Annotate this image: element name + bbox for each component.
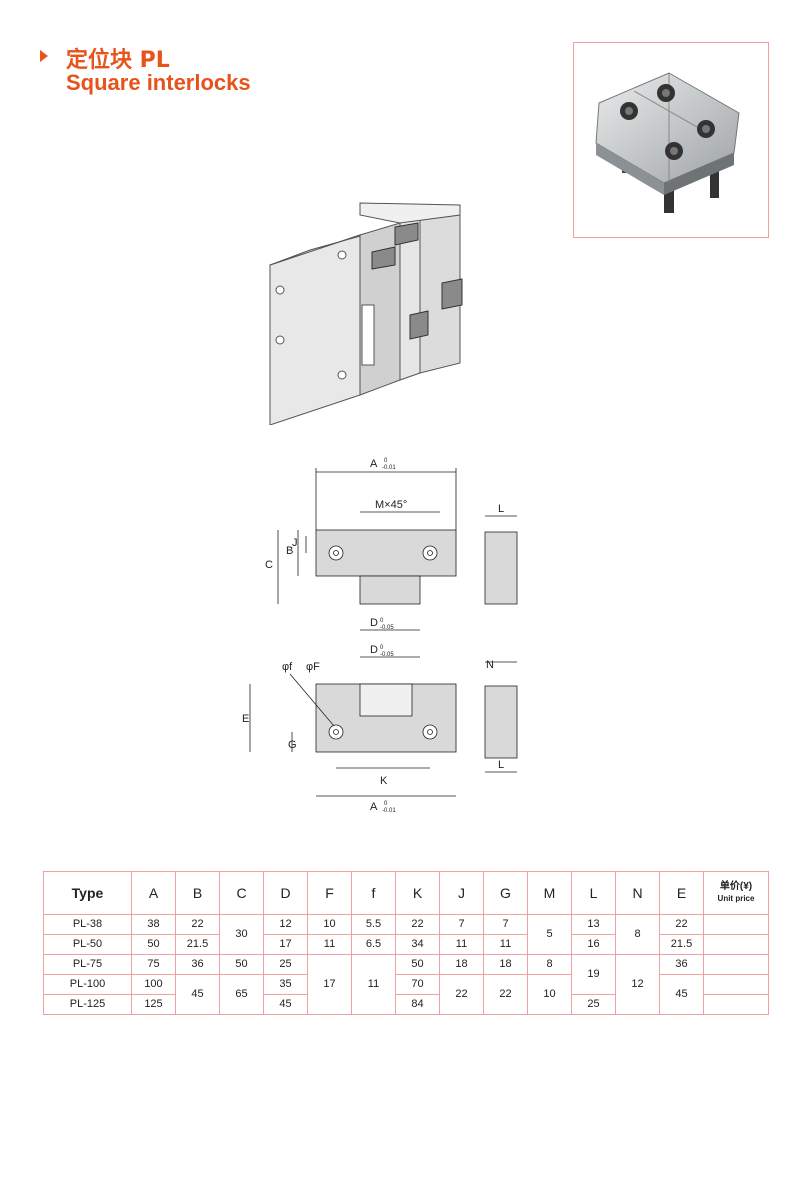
table-header-row: Type A B C D F f K J G M L N E 单价(¥)Unit… [43, 871, 769, 915]
svg-text:D: D [370, 617, 378, 629]
spec-table-container: Type A B C D F f K J G M L N E 单价(¥)Unit… [43, 871, 769, 1015]
col-N: N [615, 871, 660, 915]
col-C: C [219, 871, 264, 915]
dim-A-top: A [370, 458, 378, 470]
svg-text:0: 0 [380, 618, 384, 624]
dimension-drawing: A 0 -0.01 M×45° C B J L D 0 -0.05 D 0 -0… [230, 450, 550, 820]
product-photo [573, 42, 769, 238]
bullet-triangle-icon [40, 50, 48, 62]
svg-text:φF: φF [306, 661, 320, 673]
col-J: J [439, 871, 484, 915]
svg-text:L: L [498, 759, 504, 771]
col-K: K [395, 871, 440, 915]
svg-text:-0.01: -0.01 [382, 465, 396, 471]
col-D: D [263, 871, 308, 915]
mold-assembly-illustration [250, 195, 550, 426]
svg-text:L: L [498, 503, 504, 515]
svg-text:-0.01: -0.01 [382, 808, 396, 814]
svg-text:E: E [242, 713, 249, 725]
col-F: F [307, 871, 352, 915]
svg-text:φf: φf [282, 661, 293, 673]
spec-table: Type A B C D F f K J G M L N E 单价(¥)Unit… [43, 871, 769, 1015]
svg-text:-0.05: -0.05 [380, 652, 394, 658]
col-A: A [131, 871, 176, 915]
col-f: f [351, 871, 396, 915]
svg-text:0: 0 [384, 458, 388, 464]
svg-text:B: B [286, 545, 293, 557]
col-unit-price: 单价(¥)Unit price [703, 871, 769, 915]
dim-M: M×45° [375, 499, 407, 511]
col-E: E [659, 871, 704, 915]
svg-text:-0.05: -0.05 [380, 625, 394, 631]
svg-text:N: N [486, 659, 494, 671]
col-M: M [527, 871, 572, 915]
svg-text:J: J [292, 537, 298, 549]
svg-text:A: A [370, 801, 378, 813]
col-G: G [483, 871, 528, 915]
col-type: Type [43, 871, 132, 915]
svg-text:K: K [380, 775, 388, 787]
svg-text:D: D [370, 644, 378, 656]
svg-text:0: 0 [380, 645, 384, 651]
svg-text:C: C [265, 559, 273, 571]
title-chinese: 定位块 PL [66, 48, 170, 73]
svg-text:0: 0 [384, 801, 388, 807]
svg-text:G: G [288, 739, 297, 751]
title-english: Square interlocks [66, 70, 251, 95]
col-B: B [175, 871, 220, 915]
col-L: L [571, 871, 616, 915]
